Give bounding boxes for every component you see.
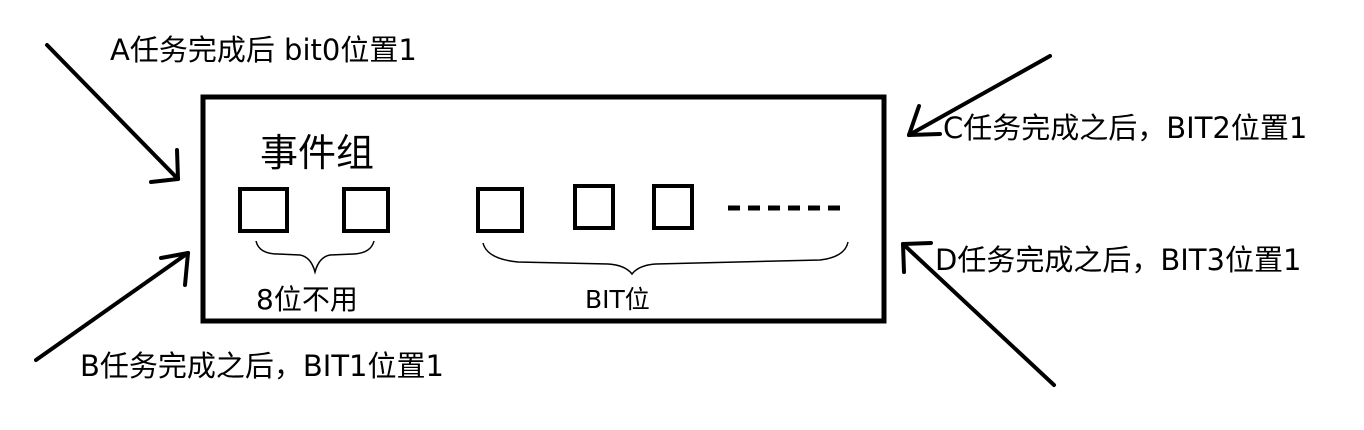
annotation-d: D任务完成之后，BIT3位置1 (935, 243, 1302, 277)
brace-bits (482, 241, 849, 276)
event-group-title: 事件组 (260, 131, 375, 175)
annotation-b: B任务完成之后，BIT1位置1 (80, 349, 444, 383)
bits-label: BIT位 (585, 285, 650, 314)
brace-unused (255, 240, 375, 275)
arrow-b-icon (34, 251, 190, 362)
arrow-c-icon (907, 54, 1052, 137)
unused-bits-label: 8位不用 (256, 283, 358, 316)
arrow-d-icon (901, 241, 1056, 387)
event-group-box (200, 94, 887, 324)
bit-square (652, 184, 694, 230)
unused-bit-square (342, 187, 390, 233)
annotation-c: C任务完成之后，BIT2位置1 (943, 111, 1308, 145)
unused-bit-square (238, 187, 289, 233)
bit-square (573, 184, 615, 230)
arrow-a-icon (45, 43, 180, 184)
annotation-a: A任务完成后 bit0位置1 (110, 33, 417, 67)
bit-square (476, 187, 524, 233)
